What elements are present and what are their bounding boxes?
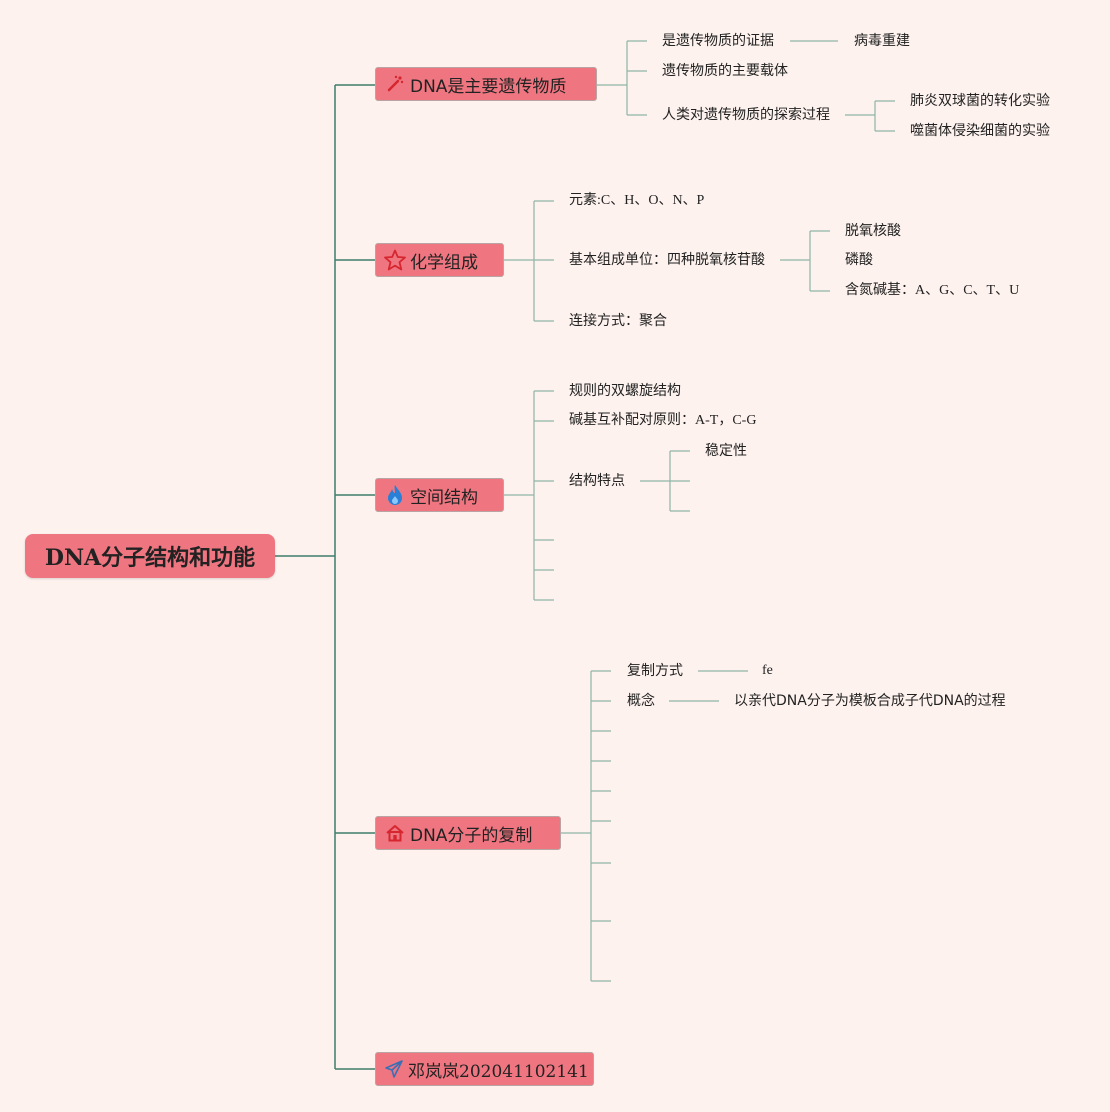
- topic-author[interactable]: 邓岚岚202041102141: [375, 1052, 594, 1086]
- node-concept[interactable]: 概念: [627, 693, 655, 709]
- topic-spatial-structure[interactable]: 空间结构: [375, 478, 504, 512]
- node-double-helix[interactable]: 规则的双螺旋结构: [569, 383, 681, 399]
- topic-dna-replication[interactable]: DNA分子的复制: [375, 816, 561, 850]
- node-virus-reconstruction[interactable]: 病毒重建: [854, 33, 910, 49]
- node-nitrogen-base[interactable]: 含氮碱基：A、G、C、T、U: [845, 283, 1020, 298]
- node-phage-experiment[interactable]: 噬菌体侵染细菌的实验: [910, 123, 1050, 139]
- root-label: DNA分子结构和功能: [44, 545, 256, 571]
- flame-icon: [384, 484, 406, 506]
- topic-label: 邓岚岚202041102141: [408, 1061, 589, 1082]
- star-icon: [384, 249, 406, 271]
- magic-wand-icon: [384, 73, 406, 95]
- topic-label: 空间结构: [410, 487, 478, 508]
- node-deoxyribose[interactable]: 脱氧核酸: [845, 223, 901, 239]
- node-basic-unit[interactable]: 基本组成单位：四种脱氧核苷酸: [569, 252, 765, 268]
- node-exploration-process[interactable]: 人类对遗传物质的探索过程: [662, 107, 830, 123]
- node-concept-definition[interactable]: 以亲代DNA分子为模板合成子代DNA的过程: [734, 693, 1006, 709]
- node-elements[interactable]: 元素:C、H、O、N、P: [569, 193, 705, 208]
- node-fe[interactable]: fe: [762, 663, 773, 678]
- node-structure-features[interactable]: 结构特点: [569, 473, 625, 489]
- topic-chemical-composition[interactable]: 化学组成: [375, 243, 504, 277]
- node-replication-method[interactable]: 复制方式: [627, 663, 683, 679]
- root-topic[interactable]: DNA分子结构和功能: [25, 534, 275, 578]
- home-icon: [384, 822, 406, 844]
- topic-label: 化学组成: [410, 252, 478, 273]
- node-phosphate[interactable]: 磷酸: [845, 252, 873, 268]
- node-stability[interactable]: 稳定性: [705, 443, 747, 459]
- node-pneumococcus-experiment[interactable]: 肺炎双球菌的转化实验: [910, 93, 1050, 109]
- node-evidence[interactable]: 是遗传物质的证据: [662, 33, 774, 49]
- paper-plane-icon: [384, 1058, 404, 1080]
- topic-dna-genetic-material[interactable]: DNA是主要遗传物质: [375, 67, 597, 101]
- node-linkage[interactable]: 连接方式：聚合: [569, 313, 667, 329]
- topic-label: DNA是主要遗传物质: [410, 76, 567, 97]
- topic-label: DNA分子的复制: [410, 825, 533, 846]
- node-base-pairing[interactable]: 碱基互补配对原则：A-T，C-G: [569, 413, 757, 428]
- node-main-carrier[interactable]: 遗传物质的主要载体: [662, 63, 788, 79]
